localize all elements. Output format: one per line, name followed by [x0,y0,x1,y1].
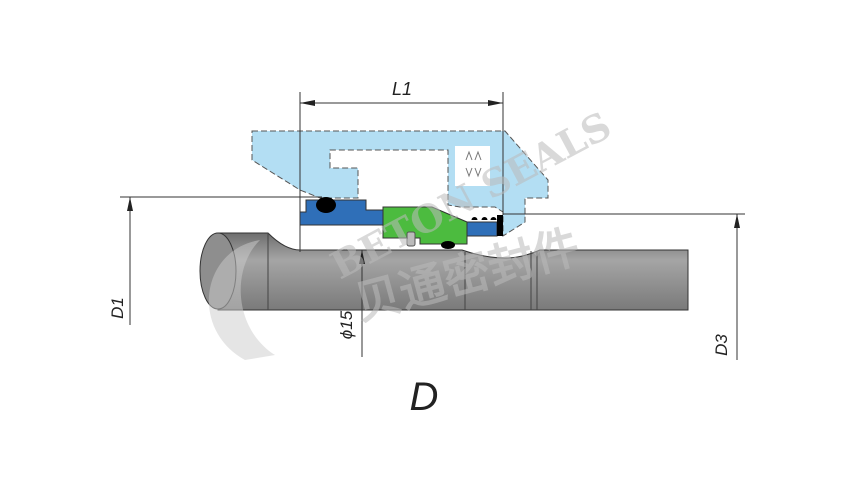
label-d1: D1 [108,297,127,319]
dimension-d1: D1 [108,196,322,325]
label-shaft-diameter: ϕ15 [337,310,356,339]
stationary-seat [299,199,384,226]
label-d3: D3 [712,334,731,356]
spring-icon [465,150,482,178]
gland-housing [251,130,549,237]
oring-small [471,217,497,221]
spring-cavity [455,146,490,186]
dimension-shaft-diameter: ϕ15 [337,250,365,357]
right-seat [466,221,498,237]
set-screw [406,231,416,247]
dimension-d3: D3 [503,213,745,360]
dimension-l1: L1 [299,79,504,252]
label-l1: L1 [392,79,412,99]
oring-shaft [441,241,455,249]
right-seal-black [497,215,503,236]
series-label: D [410,375,439,419]
oring-left [316,197,336,213]
